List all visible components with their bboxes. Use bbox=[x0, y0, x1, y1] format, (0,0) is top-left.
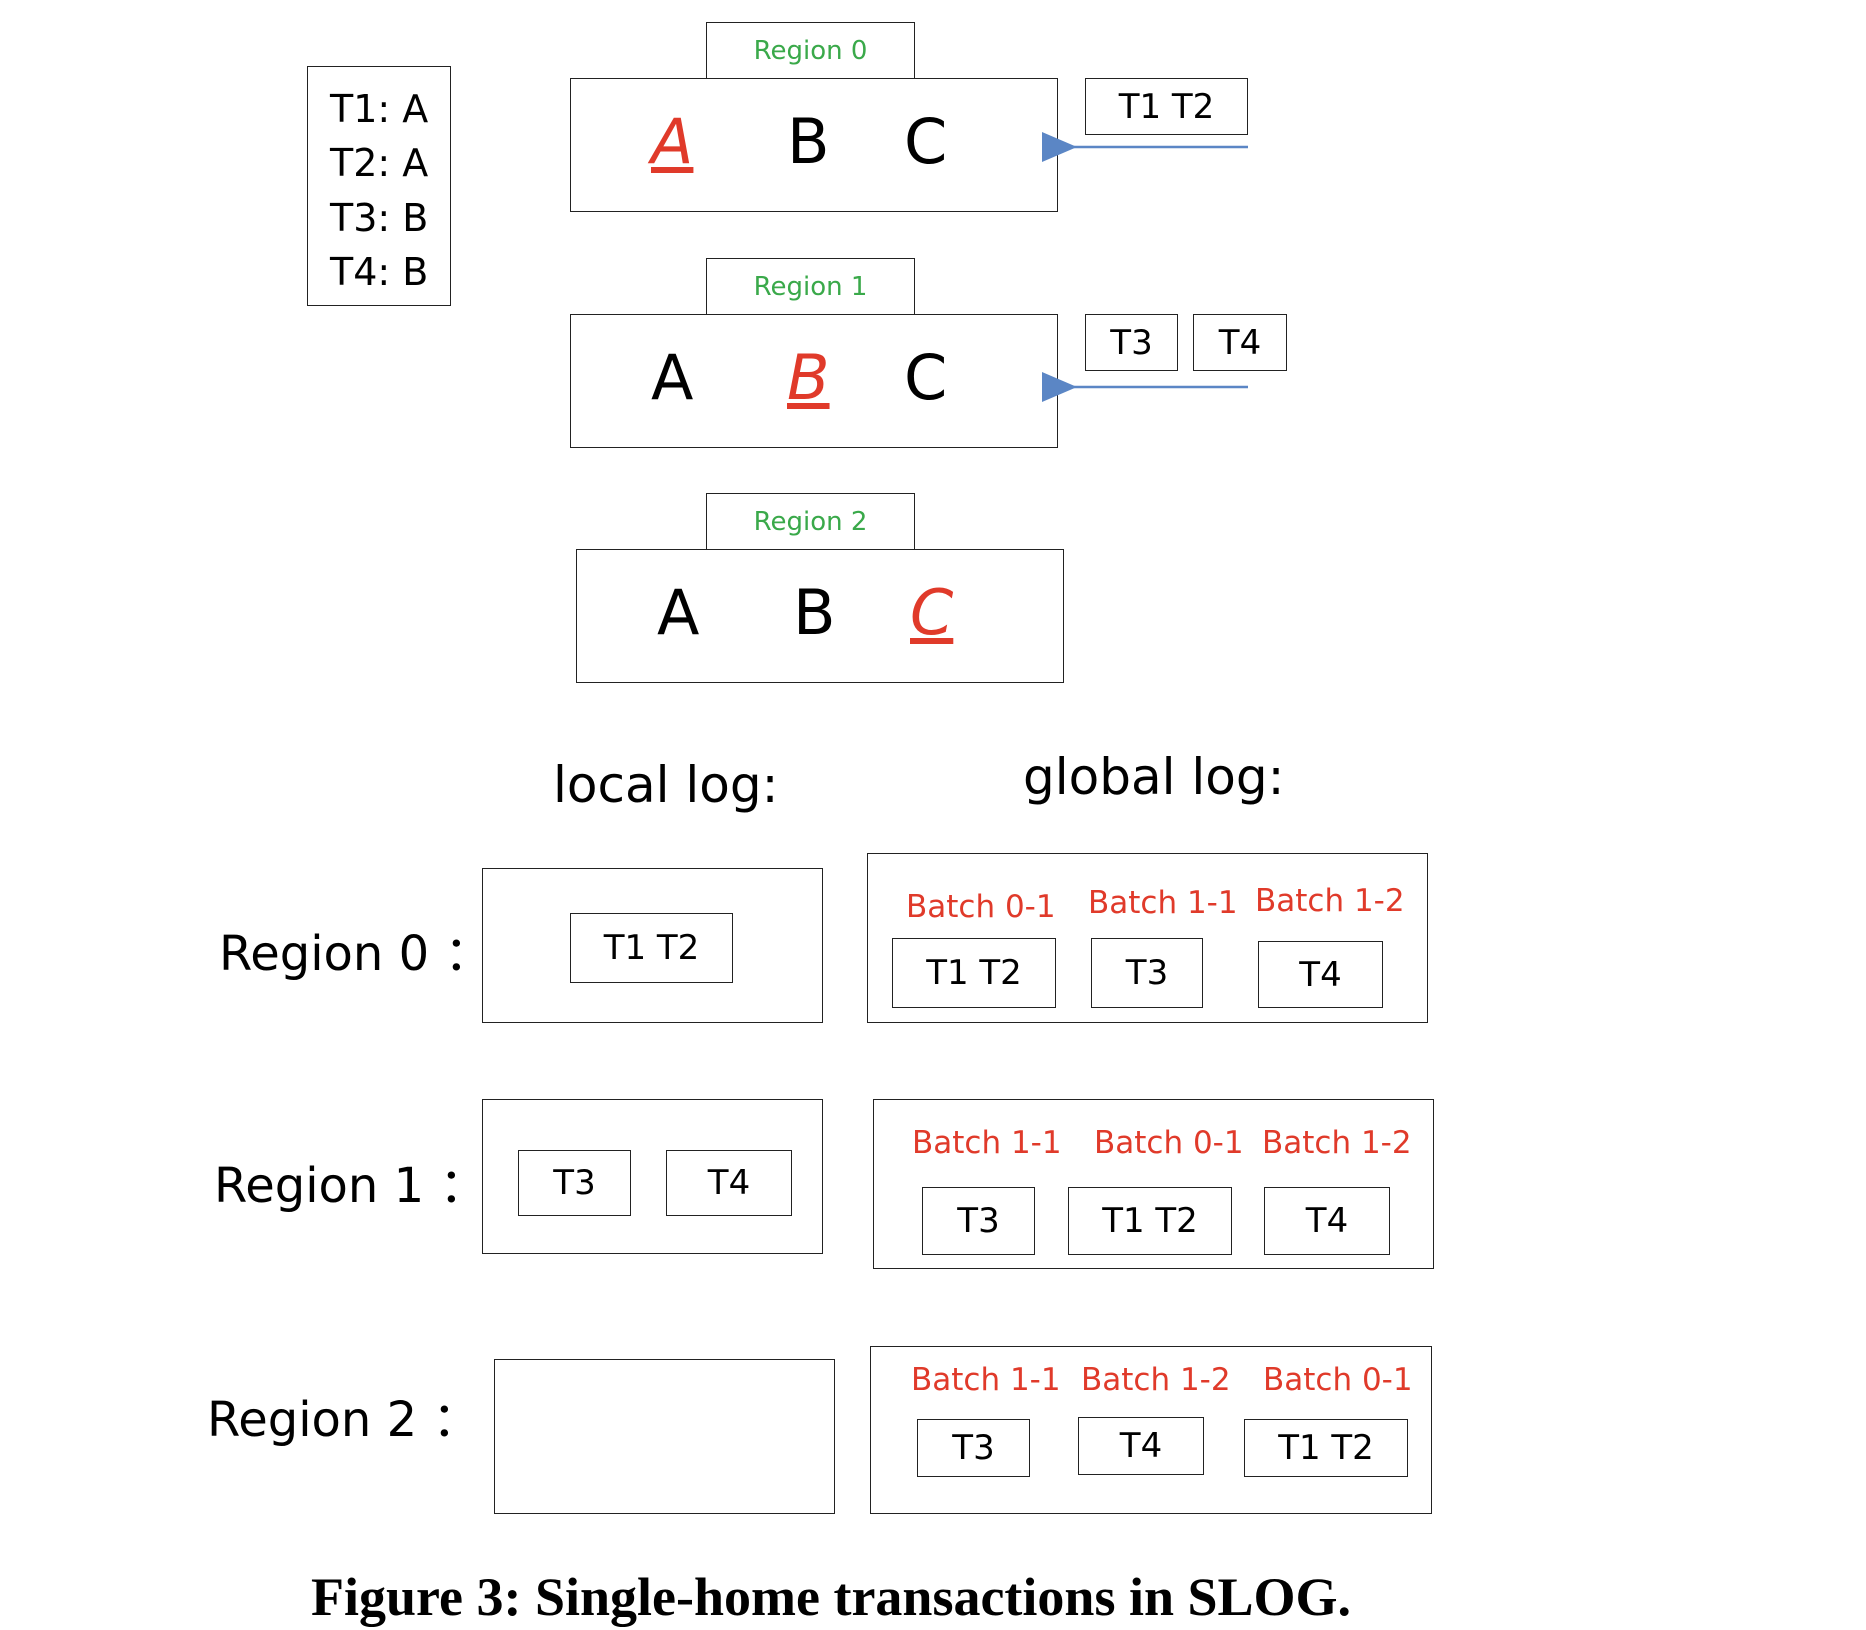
region-0-item-a: A bbox=[651, 105, 694, 178]
row-0-local-log: T1 T2 bbox=[482, 868, 823, 1023]
region-0-tab-label: Region 0 bbox=[753, 35, 868, 66]
row-1-batch-2-txn: T1 T2 bbox=[1068, 1187, 1232, 1255]
row-0-batch-3-txn-label: T4 bbox=[1299, 954, 1342, 995]
row-2-batch-2-label: Batch 1-2 bbox=[1081, 1362, 1231, 1398]
region-2-item-c: C bbox=[910, 576, 954, 649]
local-log-header: local log: bbox=[553, 756, 779, 814]
transaction-legend: T1: A T2: A T3: B T4: B bbox=[307, 66, 451, 306]
row-1-batch-3-txn-label: T4 bbox=[1305, 1201, 1349, 1241]
row-2-batch-2-txn: T4 bbox=[1078, 1417, 1204, 1475]
row-1-global-log: Batch 1-1 Batch 0-1 Batch 1-2 T3 T1 T2 T… bbox=[873, 1099, 1434, 1269]
region-0-incoming-batch: T1 T2 bbox=[1085, 78, 1248, 135]
row-2-batch-1-txn-label: T3 bbox=[952, 1428, 995, 1468]
row-0-batch-3-label: Batch 1-2 bbox=[1255, 883, 1405, 919]
row-0-batch-3-txn: T4 bbox=[1258, 941, 1383, 1008]
region-0-tab: Region 0 bbox=[706, 22, 915, 79]
legend-line-t1: T1: A bbox=[330, 87, 429, 131]
region-2-item-a: A bbox=[657, 576, 700, 649]
region-1-tab: Region 1 bbox=[706, 258, 915, 315]
region-1-incoming-t4: T4 bbox=[1193, 314, 1287, 371]
legend-line-t3: T3: B bbox=[330, 196, 429, 240]
row-2-batch-1-label: Batch 1-1 bbox=[911, 1362, 1061, 1398]
region-1-tab-label: Region 1 bbox=[753, 271, 868, 302]
row-2-local-log-empty bbox=[494, 1359, 835, 1514]
region-2-box: A B C bbox=[576, 549, 1064, 683]
row-2-batch-3-txn: T1 T2 bbox=[1244, 1419, 1408, 1477]
row-0-batch-1-label: Batch 0-1 bbox=[906, 889, 1056, 925]
region-1-incoming-t3-label: T3 bbox=[1110, 322, 1153, 363]
row-1-batch-1-label: Batch 1-1 bbox=[912, 1125, 1062, 1161]
row-1-label: Region 1 ： bbox=[214, 1158, 488, 1214]
row-1-local-log: T3 T4 bbox=[482, 1099, 823, 1254]
row-0-batch-2-txn-label: T3 bbox=[1125, 953, 1169, 993]
row-1-batch-3-label: Batch 1-2 bbox=[1262, 1125, 1412, 1161]
row-0-batch-1-txn: T1 T2 bbox=[892, 938, 1056, 1008]
row-2-batch-2-txn-label: T4 bbox=[1119, 1426, 1163, 1466]
region-1-incoming-t4-label: T4 bbox=[1218, 322, 1262, 363]
row-1-batch-1-txn: T3 bbox=[922, 1187, 1035, 1255]
row-1-local-txn-t4: T4 bbox=[666, 1150, 792, 1216]
row-0-global-log: Batch 0-1 Batch 1-1 Batch 1-2 T1 T2 T3 T… bbox=[867, 853, 1428, 1023]
region-2-tab-label: Region 2 bbox=[753, 506, 868, 537]
row-1-local-txn-t3: T3 bbox=[518, 1150, 631, 1216]
row-0-batch-1-txn-label: T1 T2 bbox=[926, 953, 1022, 993]
row-1-batch-1-txn-label: T3 bbox=[957, 1201, 1000, 1241]
row-2-global-log: Batch 1-1 Batch 1-2 Batch 0-1 T3 T4 T1 T… bbox=[870, 1346, 1432, 1514]
region-1-item-b: B bbox=[787, 341, 830, 414]
row-1-batch-3-txn: T4 bbox=[1264, 1187, 1390, 1255]
figure-caption: Figure 3: Single-home transactions in SL… bbox=[311, 1567, 1352, 1627]
row-2-label: Region 2 ： bbox=[207, 1392, 481, 1448]
region-0-incoming-txn: T1 T2 bbox=[1118, 86, 1215, 127]
region-0-item-b: B bbox=[787, 105, 830, 178]
region-1-incoming-t3: T3 bbox=[1085, 314, 1178, 371]
region-0-box: A B C bbox=[570, 78, 1058, 212]
row-0-local-txn-label: T1 T2 bbox=[603, 928, 700, 968]
row-0-batch-2-txn: T3 bbox=[1091, 938, 1203, 1008]
region-1-item-a: A bbox=[651, 341, 694, 414]
legend-line-t4: T4: B bbox=[330, 250, 429, 294]
region-1-box: A B C bbox=[570, 314, 1058, 448]
region-2-item-b: B bbox=[793, 576, 836, 649]
row-1-batch-2-label: Batch 0-1 bbox=[1094, 1125, 1244, 1161]
row-2-batch-3-label: Batch 0-1 bbox=[1263, 1362, 1413, 1398]
row-0-label: Region 0 ： bbox=[219, 926, 493, 982]
global-log-header: global log: bbox=[1023, 748, 1285, 806]
row-2-batch-1-txn: T3 bbox=[917, 1419, 1030, 1477]
legend-line-t2: T2: A bbox=[330, 141, 429, 185]
region-0-item-c: C bbox=[904, 105, 948, 178]
row-1-local-txn-t4-label: T4 bbox=[707, 1163, 751, 1203]
row-0-local-txn: T1 T2 bbox=[570, 913, 733, 983]
row-1-batch-2-txn-label: T1 T2 bbox=[1102, 1201, 1198, 1241]
row-0-batch-2-label: Batch 1-1 bbox=[1088, 885, 1238, 921]
row-1-local-txn-t3-label: T3 bbox=[553, 1163, 596, 1203]
region-1-item-c: C bbox=[904, 341, 948, 414]
row-2-batch-3-txn-label: T1 T2 bbox=[1278, 1428, 1374, 1468]
